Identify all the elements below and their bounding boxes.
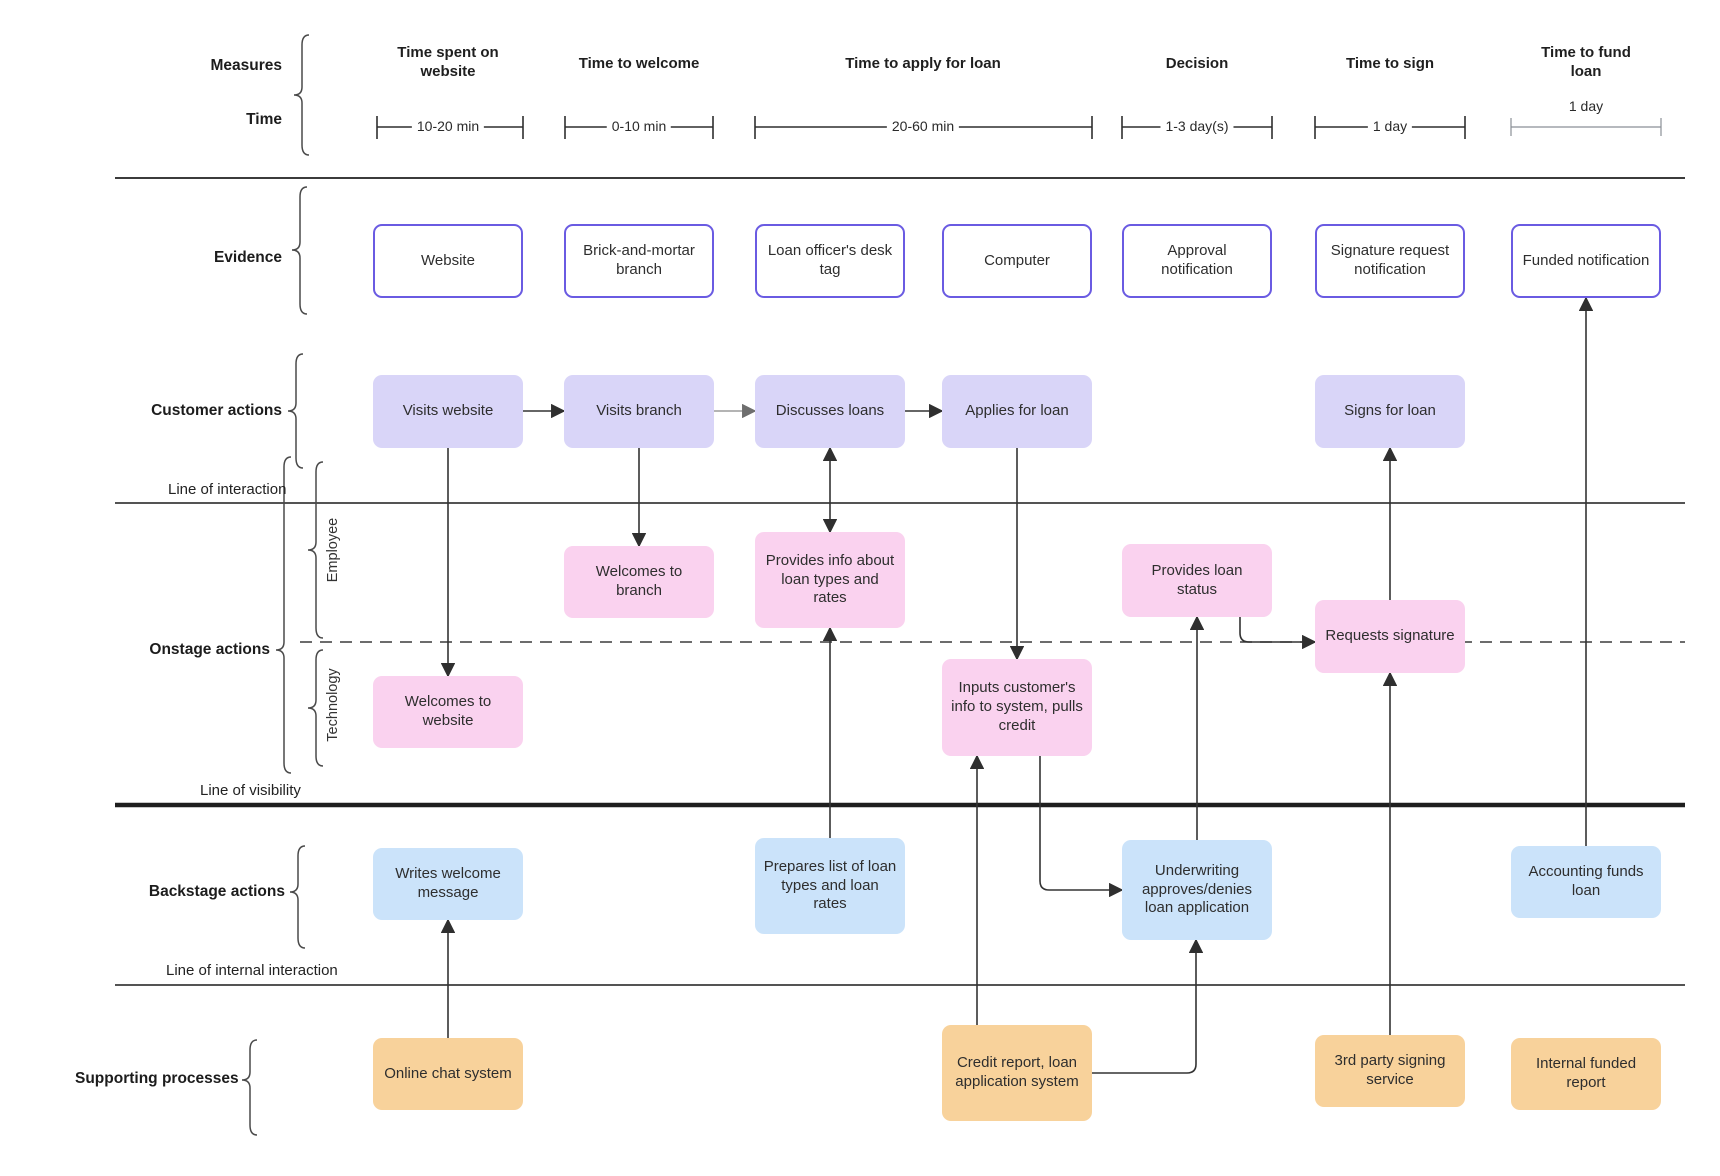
onstage-brace bbox=[275, 456, 292, 774]
node-applies-for-loan[interactable]: Applies for loan bbox=[942, 375, 1092, 448]
node-visits-branch[interactable]: Visits branch bbox=[564, 375, 714, 448]
node-website[interactable]: Website bbox=[373, 224, 523, 298]
node-loan-officers-desk-tag[interactable]: Loan officer's desk tag bbox=[755, 224, 905, 298]
node-approval-notification[interactable]: Approval notification bbox=[1122, 224, 1272, 298]
sublane-label-employee: Employee bbox=[325, 517, 341, 583]
node-accounting-funds-loan[interactable]: Accounting funds loan bbox=[1511, 846, 1661, 918]
customer-brace bbox=[287, 353, 304, 469]
lane-label-evidence: Evidence bbox=[213, 249, 282, 266]
separator-lines bbox=[115, 177, 1685, 986]
time-value-1: 10-20 min bbox=[411, 118, 485, 134]
arrow-provides-loan-status-to-requests-signature bbox=[1239, 617, 1317, 650]
arrow-inputs-info-to-underwriting bbox=[1039, 756, 1124, 898]
time-value-4: 1-3 day(s) bbox=[1160, 118, 1234, 134]
supporting-brace bbox=[241, 1039, 258, 1136]
lane-label-customer-actions: Customer actions bbox=[151, 402, 282, 419]
node-funded-notification[interactable]: Funded notification bbox=[1511, 224, 1661, 298]
lane-braces bbox=[241, 34, 324, 1136]
line-of-internal-interaction-label: Line of internal interaction bbox=[166, 962, 338, 979]
node-signs-for-loan[interactable]: Signs for loan bbox=[1315, 375, 1465, 448]
node-prepares-list-of-loan-types[interactable]: Prepares list of loan types and loan rat… bbox=[755, 838, 905, 934]
measures-brace bbox=[293, 34, 310, 156]
measures-row-label: Measures bbox=[210, 57, 282, 74]
node-credit-report-loan-application-system[interactable]: Credit report, loan application system bbox=[942, 1025, 1092, 1121]
node-welcomes-to-website[interactable]: Welcomes to website bbox=[373, 676, 523, 748]
backstage-brace bbox=[289, 845, 306, 949]
node-discusses-loans[interactable]: Discusses loans bbox=[755, 375, 905, 448]
node-provides-loan-status[interactable]: Provides loan status bbox=[1122, 544, 1272, 617]
time-bracket-6 bbox=[1510, 118, 1662, 136]
node-underwriting-approves-denies[interactable]: Underwriting approves/denies loan applic… bbox=[1122, 840, 1272, 940]
employee-brace bbox=[307, 461, 324, 639]
node-computer[interactable]: Computer bbox=[942, 224, 1092, 298]
technology-brace bbox=[307, 649, 324, 767]
measure-title-time-to-sign: Time to sign bbox=[1345, 55, 1435, 72]
node-welcomes-to-branch[interactable]: Welcomes to branch bbox=[564, 546, 714, 618]
measure-title-decision: Decision bbox=[1165, 55, 1229, 72]
line-of-visibility-label: Line of visibility bbox=[200, 782, 301, 799]
measure-title-time-spent-on-website: Time spent on website bbox=[397, 44, 499, 80]
line-of-interaction-label: Line of interaction bbox=[168, 481, 287, 498]
time-value-5: 1 day bbox=[1367, 118, 1413, 134]
evidence-brace bbox=[291, 186, 308, 315]
lane-label-supporting-processes: Supporting processes bbox=[75, 1070, 239, 1087]
time-value-6: 1 day bbox=[1563, 98, 1609, 114]
node-3rd-party-signing-service[interactable]: 3rd party signing service bbox=[1315, 1035, 1465, 1107]
node-provides-info-about-loan-types[interactable]: Provides info about loan types and rates bbox=[755, 532, 905, 628]
measure-title-time-to-welcome: Time to welcome bbox=[578, 55, 700, 72]
time-value-2: 0-10 min bbox=[606, 118, 672, 134]
lane-label-onstage-actions: Onstage actions bbox=[149, 641, 270, 658]
measure-title-time-to-apply-for-loan: Time to apply for loan bbox=[845, 55, 1001, 72]
time-value-3: 20-60 min bbox=[886, 118, 960, 134]
time-brackets bbox=[376, 116, 1662, 139]
node-brick-and-mortar-branch[interactable]: Brick-and-mortar branch bbox=[564, 224, 714, 298]
node-online-chat-system[interactable]: Online chat system bbox=[373, 1038, 523, 1110]
node-requests-signature[interactable]: Requests signature bbox=[1315, 600, 1465, 673]
arrow-credit-report-to-underwriting bbox=[1092, 938, 1204, 1074]
lane-label-backstage-actions: Backstage actions bbox=[148, 883, 285, 900]
time-row-label: Time bbox=[246, 111, 282, 128]
node-visits-website[interactable]: Visits website bbox=[373, 375, 523, 448]
node-internal-funded-report[interactable]: Internal funded report bbox=[1511, 1038, 1661, 1110]
connectors bbox=[440, 296, 1594, 1074]
node-inputs-customer-info-pulls-credit[interactable]: Inputs customer's info to system, pulls … bbox=[942, 659, 1092, 756]
node-signature-request-notification[interactable]: Signature request notification bbox=[1315, 224, 1465, 298]
node-writes-welcome-message[interactable]: Writes welcome message bbox=[373, 848, 523, 920]
sublane-label-technology: Technology bbox=[325, 668, 341, 742]
measure-title-time-to-fund-loan: Time to fund loan bbox=[1541, 44, 1631, 80]
